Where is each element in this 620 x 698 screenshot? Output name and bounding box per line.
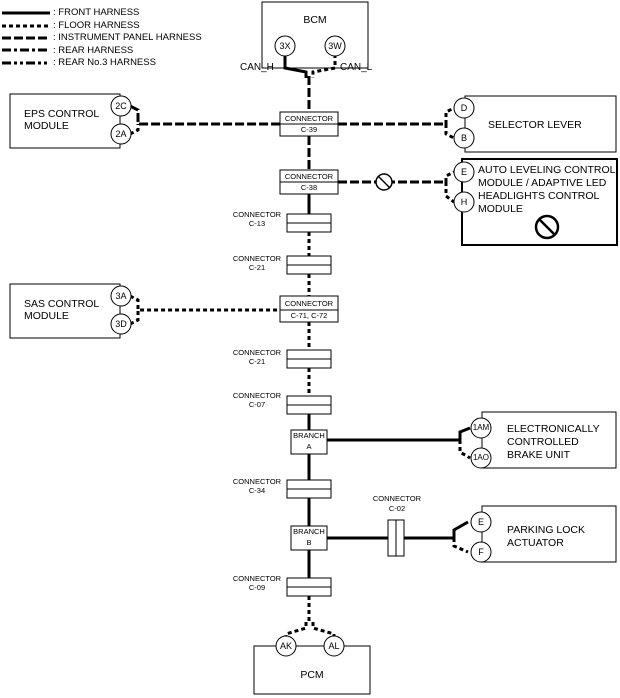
auto-leveling-line-1: AUTO LEVELING CONTROL: [478, 164, 616, 176]
c34-line-1: CONNECTOR: [232, 477, 282, 486]
brake-line-1: ELECTRONICALLY: [507, 423, 600, 435]
c39-line-1: CONNECTOR: [284, 114, 334, 123]
auto-leveling-line-3: HEADLIGHTS CONTROL: [478, 190, 600, 202]
auto-leveling-line-2: MODULE / ADAPTIVE LED: [478, 177, 607, 189]
selector-label: SELECTOR LEVER: [488, 119, 582, 131]
legend-rear: : REAR HARNESS: [53, 45, 134, 56]
pin-f: F: [478, 547, 484, 557]
pin-ak: AK: [279, 641, 292, 651]
pin-e: E: [460, 167, 467, 177]
connector-dividers: [280, 123, 397, 588]
pin-3x: 3X: [279, 41, 291, 51]
eps-label-1: EPS CONTROL: [24, 108, 100, 120]
c07-line-1: CONNECTOR: [232, 391, 282, 400]
bcm-box: [261, 1, 369, 69]
pin-h: H: [460, 197, 468, 207]
branch-b-line-1: BRANCH: [293, 527, 325, 536]
legend-ip: : INSTRUMENT PANEL HARNESS: [53, 32, 202, 43]
branch-a-line-2: A: [306, 442, 312, 451]
c38-line-2: C-38: [300, 183, 318, 192]
c21a-line-2: C-21: [248, 263, 266, 272]
c07-line-2: C-07: [248, 400, 266, 409]
pin-1ao: 1AO: [472, 453, 489, 462]
pin-b: B: [460, 133, 467, 143]
bcm-label: BCM: [303, 14, 327, 26]
pin-circles: [110, 35, 492, 657]
pin-d: D: [460, 103, 468, 113]
pin-1am: 1AM: [472, 423, 490, 432]
legend-samples: [2, 11, 50, 65]
prohibition-icon: [375, 173, 393, 191]
branch-a-line-1: BRANCH: [293, 431, 325, 440]
sas-label-1: SAS CONTROL: [24, 298, 100, 310]
selector-box: [464, 95, 617, 153]
sas-box: [9, 283, 121, 339]
sas-label-2: MODULE: [24, 310, 69, 322]
brake-box: [481, 411, 617, 469]
auto-leveling-line-4: MODULE: [478, 203, 523, 215]
pin-al: AL: [328, 641, 340, 651]
c21b-line-1: CONNECTOR: [232, 348, 282, 357]
pcm-label: PCM: [300, 669, 324, 681]
parking-box: [481, 505, 617, 563]
pin-2c: 2C: [115, 101, 127, 111]
pin-e-parking: E: [477, 517, 484, 527]
pin-3a: 3A: [115, 291, 127, 301]
c71-line-2: C-71, C-72: [290, 311, 328, 320]
pin-3w: 3W: [328, 41, 342, 51]
c09-line-1: CONNECTOR: [232, 574, 282, 583]
c39-line-2: C-39: [300, 125, 318, 134]
c71-line-1: CONNECTOR: [284, 299, 334, 308]
prohibition-icon: [534, 214, 560, 240]
branches: [129, 104, 471, 554]
c21b-line-2: C-21: [248, 357, 266, 366]
eps-label-2: MODULE: [24, 120, 69, 132]
c09-line-2: C-09: [248, 583, 266, 592]
brake-line-2: CONTROLLED: [507, 436, 579, 448]
c02-line-2: C-02: [388, 504, 406, 513]
trunk: [283, 54, 337, 640]
c13-line-1: CONNECTOR: [232, 210, 282, 219]
pcm-box: [253, 645, 371, 695]
c34-line-2: C-34: [248, 486, 266, 495]
c13-line-2: C-13: [248, 219, 266, 228]
parking-line-1: PARKING LOCK: [507, 524, 585, 536]
c21a-line-1: CONNECTOR: [232, 254, 282, 263]
parking-line-2: ACTUATOR: [507, 537, 564, 549]
branch-b-line-2: B: [306, 538, 312, 547]
brake-line-3: BRAKE UNIT: [507, 449, 571, 461]
pin-2a: 2A: [115, 129, 127, 139]
c02-line-1: CONNECTOR: [372, 494, 422, 503]
eps-box: [9, 93, 121, 149]
can-h-label: CAN_H: [240, 62, 274, 73]
can-l-label: CAN_L: [340, 62, 373, 73]
legend-rear3: : REAR No.3 HARNESS: [53, 57, 156, 68]
c38-line-1: CONNECTOR: [284, 172, 334, 181]
pin-3d: 3D: [115, 319, 127, 329]
legend-floor: : FLOOR HARNESS: [53, 20, 140, 31]
legend-front: : FRONT HARNESS: [53, 7, 140, 18]
